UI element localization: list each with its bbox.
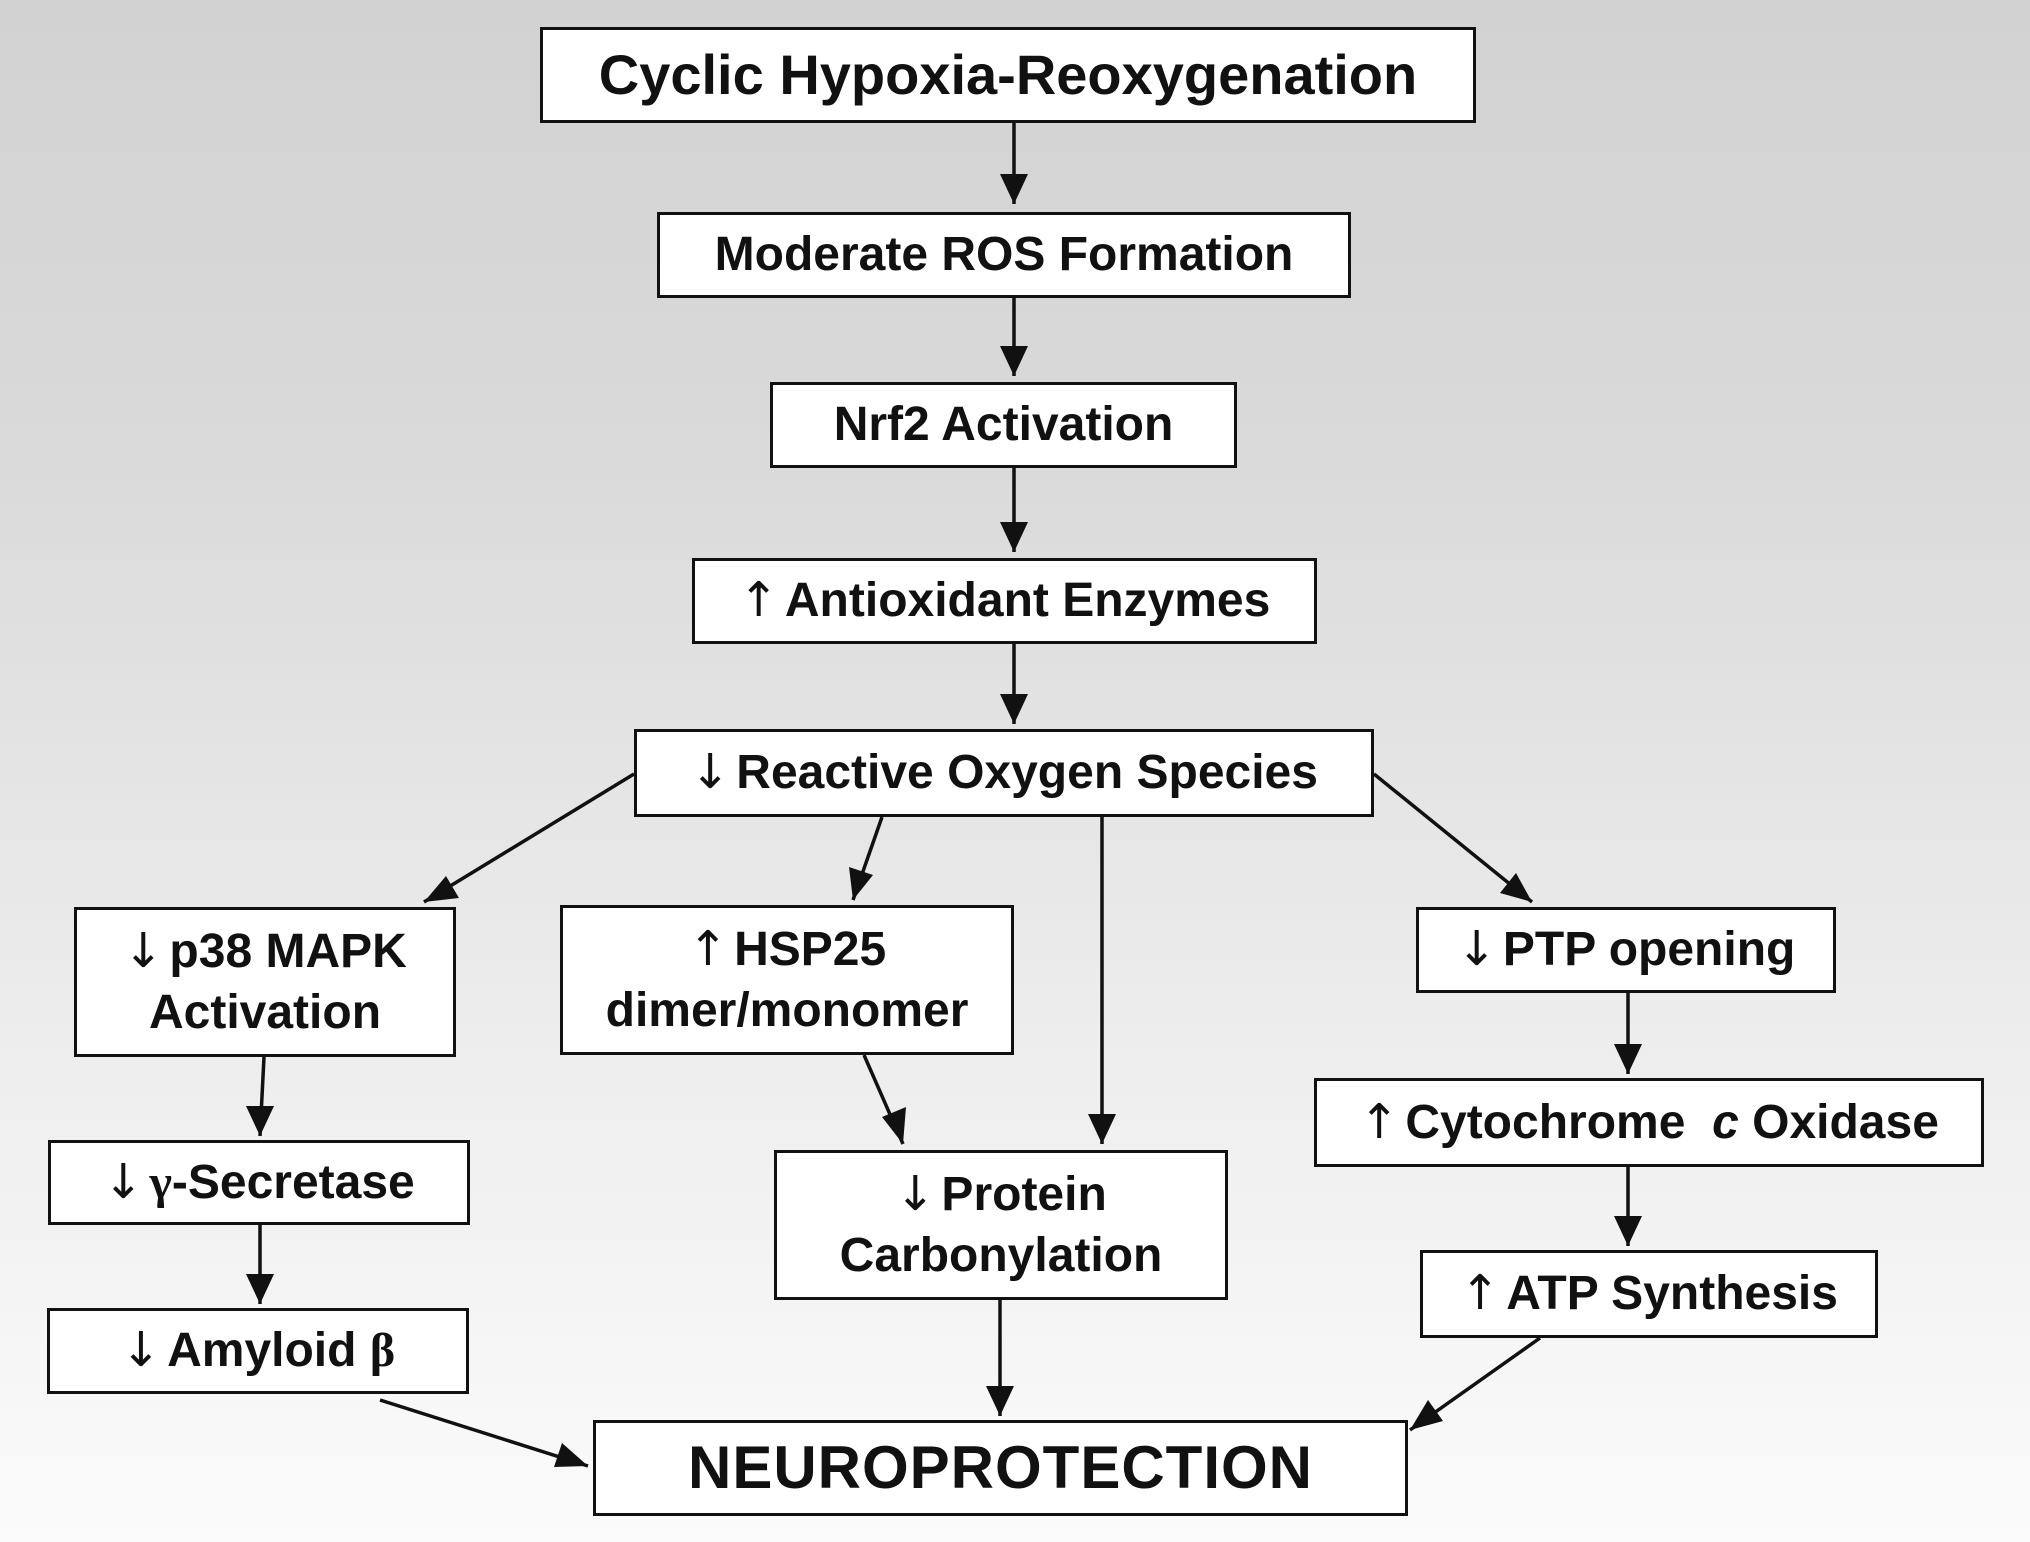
down-arrow-icon: ↓ (103, 1153, 144, 1210)
arrowhead (1000, 346, 1028, 376)
node-gamma-secretase: ↓γ-Secretase (48, 1140, 470, 1225)
arrowhead (424, 876, 459, 902)
node-atp-synthesis: ↑ATP Synthesis (1420, 1250, 1878, 1338)
up-arrow-icon: ↑ (1359, 1093, 1400, 1150)
node-reactive-oxygen-species: ↓Reactive Oxygen Species (634, 729, 1374, 817)
arrow-ros-to-p38 (423, 772, 635, 904)
down-arrow-icon: ↓ (690, 744, 731, 801)
arrowhead (246, 1106, 274, 1136)
node-amyloid-beta: ↓Amyloid β (47, 1308, 469, 1394)
node-label-line1: Protein (941, 1167, 1107, 1221)
node-label-post: Oxidase (1752, 1095, 1939, 1149)
node-protein-carbonylation: ↓Protein Carbonylation (774, 1150, 1228, 1300)
node-label: Antioxidant Enzymes (784, 574, 1271, 628)
node-label-line2: Carbonylation (839, 1229, 1163, 1282)
down-arrow-icon: ↓ (123, 922, 164, 979)
node-label-line1: p38 MAPK (169, 924, 407, 978)
node-cyclic-hypoxia: Cyclic Hypoxia-Reoxygenation (540, 27, 1476, 123)
arrowhead (246, 1274, 274, 1304)
down-arrow-icon: ↓ (120, 1322, 162, 1379)
arrowhead (554, 1443, 588, 1467)
down-arrow-icon: ↓ (895, 1165, 936, 1222)
arrow-amyloid-to-neuro (379, 1398, 589, 1468)
node-hsp25: ↑HSP25 dimer/monomer (560, 905, 1014, 1055)
node-label-pre: Cytochrome (1405, 1095, 1686, 1149)
node-antioxidant-enzymes: ↑Antioxidant Enzymes (692, 558, 1317, 644)
node-label-line2: Activation (148, 986, 382, 1039)
node-label: NEUROPROTECTION (687, 1433, 1314, 1501)
node-label: Reactive Oxygen Species (736, 746, 1318, 800)
node-label: Nrf2 Activation (833, 398, 1174, 452)
arrow-ros-to-ptp (1372, 772, 1534, 904)
down-arrow-icon: ↓ (1456, 921, 1497, 978)
arrowhead (1614, 1216, 1642, 1246)
beta-symbol: β (369, 1324, 396, 1378)
arrowhead (849, 867, 873, 900)
node-cytochrome-c-oxidase: ↑Cytochrome c Oxidase (1314, 1078, 1984, 1167)
arrowhead (1614, 1044, 1642, 1074)
arrowhead (1088, 1114, 1116, 1144)
node-label: Cyclic Hypoxia-Reoxygenation (598, 43, 1418, 107)
node-label-italic: c (1712, 1095, 1739, 1149)
arrowhead (1000, 522, 1028, 552)
node-label: PTP opening (1502, 923, 1796, 977)
node-label: Moderate ROS Formation (714, 228, 1294, 282)
gamma-symbol: γ (149, 1155, 172, 1209)
up-arrow-icon: ↑ (738, 572, 779, 629)
node-neuroprotection: NEUROPROTECTION (593, 1420, 1408, 1516)
node-label: Amyloid (167, 1324, 357, 1378)
arrowhead (1410, 1400, 1443, 1430)
node-label: ATP Synthesis (1506, 1267, 1838, 1321)
node-ptp-opening: ↓PTP opening (1416, 907, 1836, 993)
node-label: -Secretase (171, 1155, 415, 1209)
arrowhead (986, 1386, 1014, 1416)
node-moderate-ros: Moderate ROS Formation (657, 212, 1351, 298)
node-label-line1: HSP25 (734, 922, 887, 976)
node-label-line2: dimer/monomer (605, 984, 969, 1037)
node-p38-mapk: ↓p38 MAPK Activation (74, 907, 456, 1057)
node-nrf2-activation: Nrf2 Activation (770, 382, 1237, 468)
arrowhead (1500, 873, 1532, 902)
arrowhead (1000, 174, 1028, 204)
up-arrow-icon: ↑ (1460, 1265, 1501, 1322)
up-arrow-icon: ↑ (687, 920, 729, 977)
arrowhead (882, 1107, 906, 1144)
arrowhead (1000, 694, 1028, 724)
